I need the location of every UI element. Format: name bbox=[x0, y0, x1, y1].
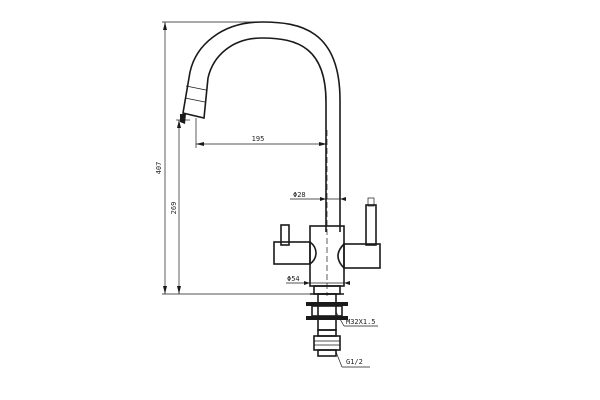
gooseneck-spout bbox=[180, 21, 341, 232]
dimension-inlet-thread: G1/2 bbox=[335, 351, 370, 368]
dimension-mount-thread: M32X1.5 bbox=[335, 311, 378, 327]
dimension-base-diameter: Φ54 bbox=[286, 275, 350, 285]
faucet-body bbox=[309, 130, 345, 296]
dimension-body-diameter: Φ28 bbox=[290, 191, 346, 201]
right-handle bbox=[337, 197, 381, 269]
dimension-total-height: 407 bbox=[155, 21, 310, 295]
body-diameter-label: Φ28 bbox=[293, 191, 306, 199]
spout-height-label: 269 bbox=[170, 202, 178, 215]
mount-thread-label: M32X1.5 bbox=[346, 318, 376, 326]
left-handle bbox=[273, 224, 317, 265]
total-height-label: 407 bbox=[155, 162, 163, 175]
dimension-reach: 195 bbox=[195, 118, 327, 148]
base-diameter-label: Φ54 bbox=[287, 275, 300, 283]
inlet-thread-label: G1/2 bbox=[346, 358, 363, 366]
reach-label: 195 bbox=[252, 135, 265, 143]
dimension-spout-height: 269 bbox=[170, 119, 190, 294]
mounting-base bbox=[306, 285, 348, 357]
